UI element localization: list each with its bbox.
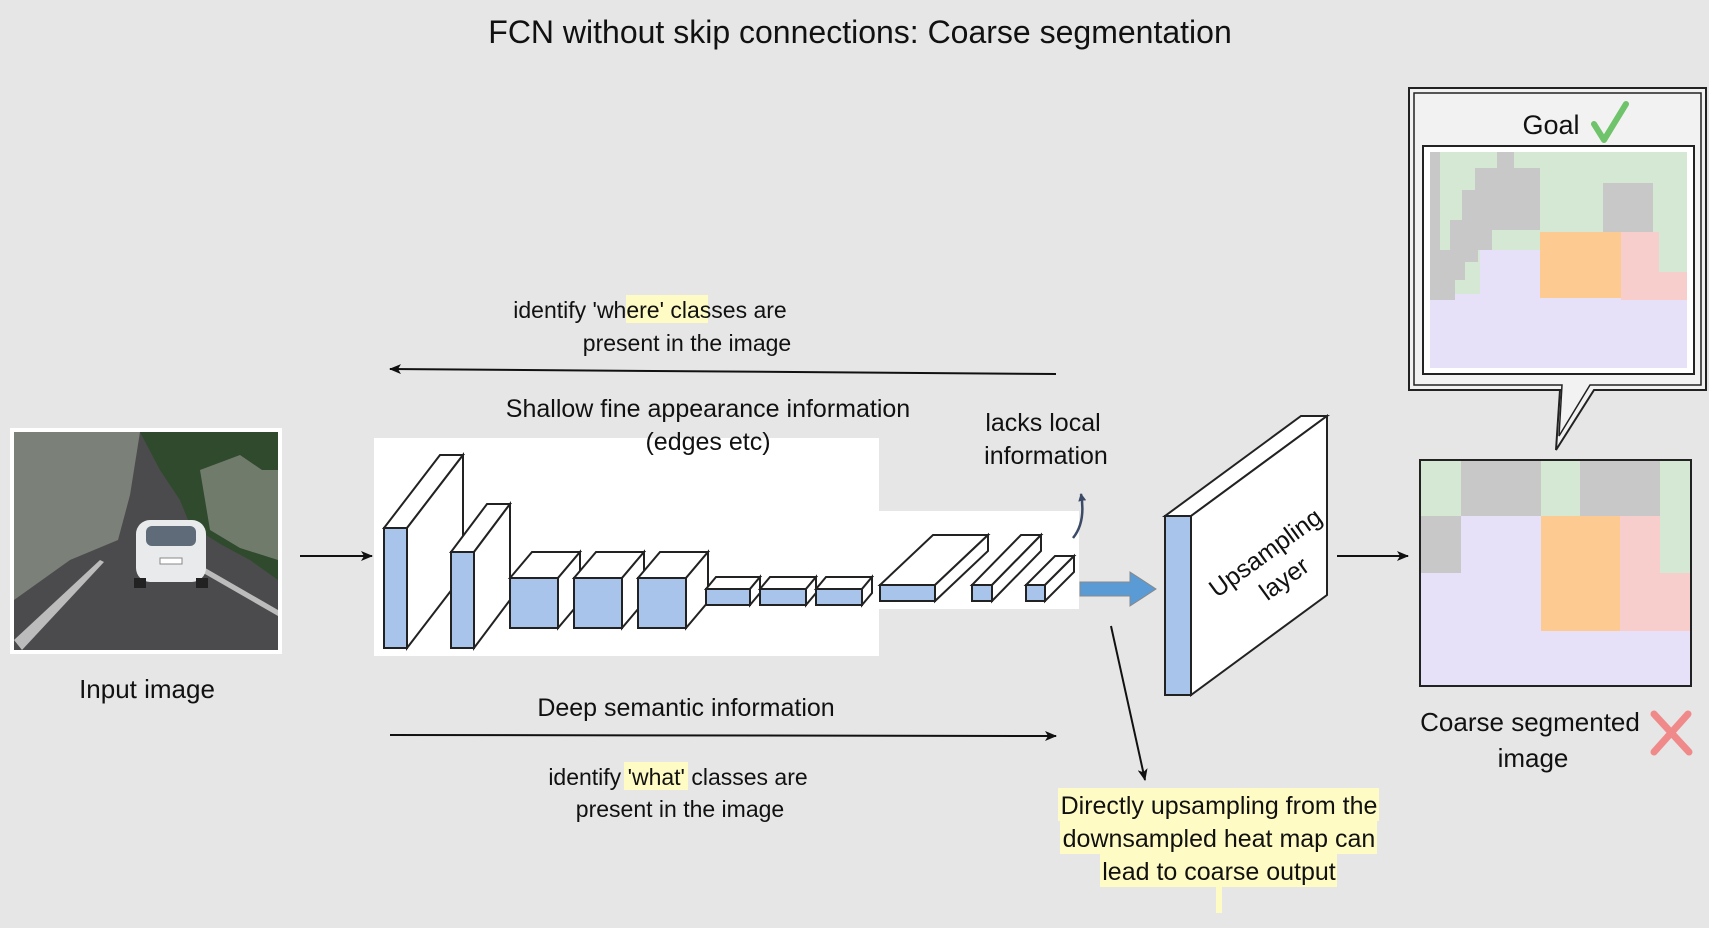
blue-arrow-icon [1079,571,1157,607]
where-highlight: 'where' [593,297,664,323]
deep-info-label: Deep semantic information [537,694,834,722]
conv-layer-6 [703,574,763,608]
what-arrow [389,730,1057,741]
goal-bubble: Goal [1408,87,1707,451]
conv-layer-5 [635,549,711,631]
shallow-info-sublabel: (edges etc) [645,428,770,456]
conv-layer-2 [449,501,512,651]
conv-layer-7 [757,574,819,608]
lacks-local-sublabel: information [984,442,1108,470]
input-image-label: Input image [79,674,215,704]
callout-line-1: Directly upsampling from the [1061,792,1378,820]
conv-layer-3 [507,549,583,631]
cross-icon [1650,710,1693,756]
coarse-output-label: Coarse segmented [1420,707,1640,737]
fc-layer-2 [969,532,1044,604]
where-note-line1: identify 'where' classes are [513,297,786,323]
encoder-network [374,438,1079,656]
coarse-output-sublabel: image [1498,743,1569,773]
where-arrow [389,364,1057,375]
lacks-local-label: lacks local [985,409,1100,437]
callout-arrow [1110,625,1148,781]
shallow-info-label: Shallow fine appearance information [506,395,910,423]
what-note-line2: present in the image [576,796,784,822]
goal-segmentation-map [1430,152,1687,368]
conv-layer-8 [813,574,875,608]
input-image [10,428,282,654]
callout-line-3: lead to coarse output [1102,858,1336,886]
check-icon [1591,101,1629,143]
goal-label: Goal [1522,110,1579,140]
page-title: FCN without skip connections: Coarse seg… [488,14,1231,50]
car-icon [134,520,208,588]
conv-layer-4 [571,549,647,631]
what-highlight: 'what' [628,764,685,790]
fc-layer-3 [1023,553,1077,604]
curved-arrow-icon [1072,493,1087,539]
fc-layer-1 [877,532,991,604]
upsampling-layer: Upsampling layer [1161,414,1331,697]
coarse-segmentation-map [1419,459,1692,687]
where-note-line2: present in the image [583,330,791,356]
callout-line-2: downsampled heat map can [1063,825,1376,853]
callout-note: Directly upsampling from the downsampled… [1058,788,1379,913]
what-note-line1: identify 'what' classes are [548,764,807,790]
